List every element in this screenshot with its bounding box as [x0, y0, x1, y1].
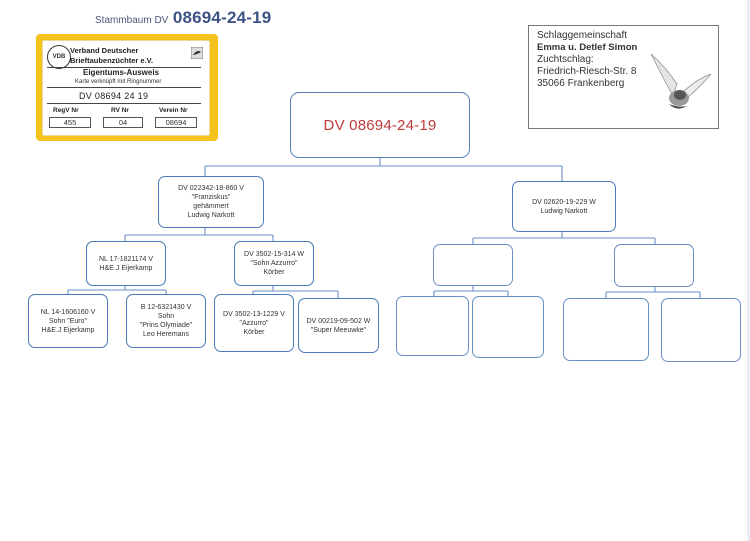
- pedigree-ss-sire: NL 14-1606160 V Sohn "Euro" H&E.J Eijerk…: [28, 294, 108, 348]
- ss-dam-name: "Prins Olymiade": [139, 322, 193, 329]
- card-label-regv: RegV Nr: [53, 107, 79, 114]
- pedigree-empty-slot: [661, 298, 741, 362]
- breeder-city: 35066 Frankenberg: [537, 78, 625, 89]
- pedigree-sire-sire: NL 17-1821174 V H&E.J Eijerkamp: [86, 241, 166, 286]
- association-logo-icon: VDB: [47, 45, 71, 69]
- ownership-card: VDB Verband Deutscher Brieftaubenzüchter…: [36, 34, 218, 141]
- ss-sire-ring: NL 14-1606160 V: [40, 308, 96, 316]
- sire-sire-ring: NL 17-1821174 V: [98, 255, 154, 263]
- sire-ring: DV 022342-18-860 V: [178, 185, 244, 192]
- sire-color: gehämmert: [193, 203, 229, 210]
- ss-dam-ring: B 12-6321430 V: [140, 304, 192, 311]
- card-label-rv: RV Nr: [111, 107, 129, 114]
- sd-dam-ring: DV 00219-09-502 W: [306, 317, 371, 325]
- breeder-line-1: Schlaggemeinschaft: [537, 30, 628, 41]
- card-divider: [47, 67, 201, 68]
- sire-dam-name: "Sohn Azzurro": [250, 260, 298, 267]
- page-title: Stammbaum DV 08694-24-19: [95, 8, 271, 28]
- scan-edge: [747, 0, 750, 541]
- card-ring-number: DV 08694 24 19: [79, 91, 149, 101]
- card-value-regv: 455: [49, 117, 91, 128]
- pigeon-icon: [191, 47, 203, 59]
- card-subheading: Karte verknüpft mit Ringnummer: [75, 79, 162, 85]
- sire-name: "Franziskus": [191, 194, 231, 201]
- association-name-line2: Brieftaubenzüchter e.V.: [70, 56, 154, 65]
- sd-sire-ring: DV 3502-13-1229 V: [223, 310, 285, 318]
- dam-ring: DV 02620-19-229 W: [532, 198, 596, 206]
- pedigree-ss-dam: B 12-6321430 V Sohn "Prins Olymiade" Leo…: [126, 294, 206, 348]
- title-prefix: Stammbaum DV: [95, 15, 169, 26]
- pedigree-dam-dam-empty: [614, 244, 694, 287]
- dam-breeder: Ludwig Narkott: [540, 207, 588, 215]
- pedigree-dam: DV 02620-19-229 W Ludwig Narkott: [512, 181, 616, 232]
- title-ring-number: 08694-24-19: [172, 8, 272, 27]
- sire-dam-ring: DV 3502-15-314 W: [244, 251, 304, 258]
- pedigree-sire-dam: DV 3502-15-314 W "Sohn Azzurro" Körber: [234, 241, 314, 286]
- sd-dam-name: "Super Meeuwke": [310, 326, 367, 334]
- sd-sire-name: "Azzurro": [239, 319, 269, 327]
- ss-dam-line: Sohn: [157, 313, 175, 320]
- breeder-line-3: Zuchtschlag:: [537, 54, 594, 65]
- pedigree-sire: DV 022342-18-860 V "Franziskus" gehämmer…: [158, 176, 264, 228]
- ss-dam-breeder: Leo Heremans: [143, 331, 189, 338]
- association-name-line1: Verband Deutscher: [70, 46, 139, 55]
- card-heading: Eigentums-Ausweis: [83, 68, 160, 77]
- breeder-info-box: Schlaggemeinschaft Emma u. Detlef Simon …: [528, 25, 719, 129]
- pedigree-empty-slot: [396, 296, 469, 356]
- ss-sire-breeder: H&E.J Eijerkamp: [41, 326, 95, 334]
- breeder-street: Friedrich-Riesch-Str. 8: [537, 66, 637, 77]
- pedigree-empty-slot: [472, 296, 544, 358]
- pedigree-dam-sire-empty: [433, 244, 513, 286]
- card-value-rv: 04: [103, 117, 143, 128]
- card-divider: [47, 87, 201, 88]
- sd-sire-breeder: Körber: [243, 328, 265, 336]
- sire-sire-breeder: H&E.J Eijerkamp: [99, 264, 153, 272]
- pedigree-root: DV 08694-24-19: [290, 92, 470, 158]
- card-label-verein: Verein Nr: [159, 107, 188, 114]
- sire-breeder: Ludwig Narkott: [187, 212, 235, 219]
- sire-dam-breeder: Körber: [263, 269, 285, 276]
- ss-sire-name: Sohn "Euro": [48, 317, 88, 325]
- pedigree-empty-slot: [563, 298, 649, 361]
- ownership-card-body: VDB Verband Deutscher Brieftaubenzüchter…: [42, 40, 210, 136]
- root-ring-number: DV 08694-24-19: [323, 116, 437, 134]
- pedigree-sd-sire: DV 3502-13-1229 V "Azzurro" Körber: [214, 294, 294, 352]
- breeder-name: Emma u. Detlef Simon: [537, 42, 638, 53]
- pigeon-icon: [650, 53, 712, 109]
- card-value-verein: 08694: [155, 117, 197, 128]
- pedigree-sd-dam: DV 00219-09-502 W "Super Meeuwke": [298, 298, 379, 353]
- card-divider: [47, 103, 201, 104]
